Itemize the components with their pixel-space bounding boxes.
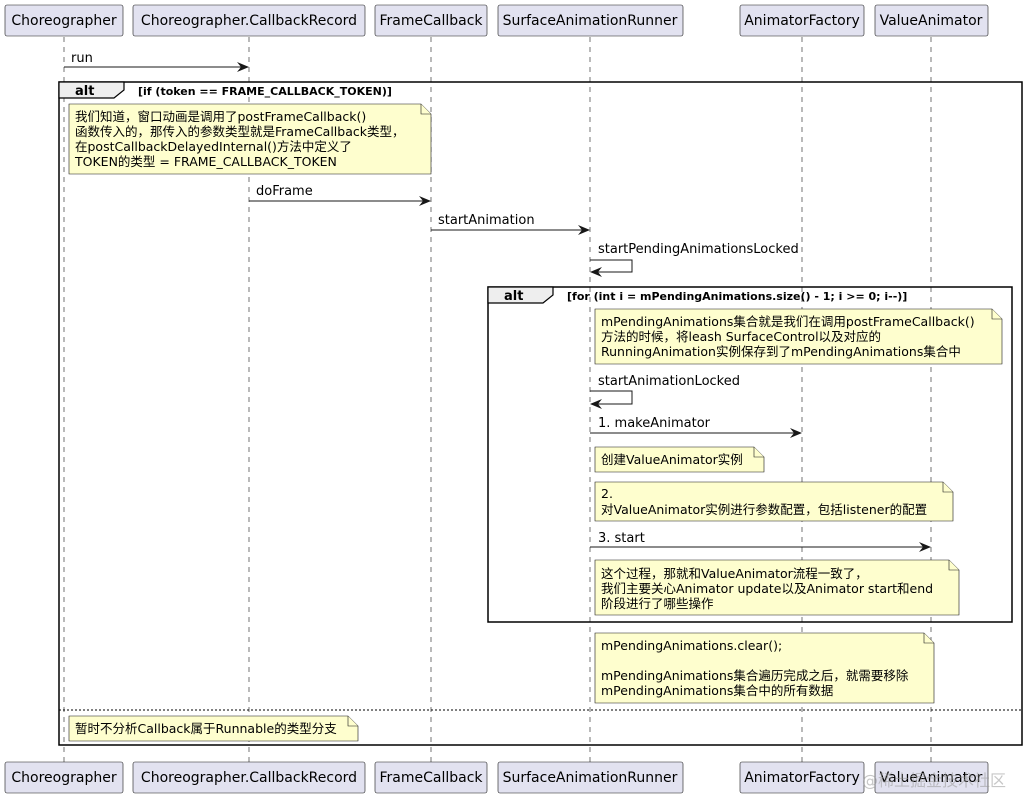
- participant-label: FrameCallback: [379, 770, 483, 786]
- participant-top-value-animator: ValueAnimator: [874, 4, 989, 37]
- note-line: RunningAnimation实例保存到了mPendingAnimations…: [601, 344, 961, 359]
- note-line: mPendingAnimations.clear();: [601, 638, 782, 653]
- participant-label: Choreographer.CallbackRecord: [141, 770, 357, 786]
- note-configure-value-animator: 2. 对ValueAnimator实例进行参数配置，包括listener的配置: [594, 481, 954, 522]
- message-label: run: [71, 51, 93, 66]
- alt-fragment-inner: alt [for (int i = mPendingAnimations.siz…: [487, 286, 1013, 623]
- participant-top-runner: SurfaceAnimationRunner: [497, 4, 684, 37]
- message-do-frame: doFrame: [249, 184, 431, 206]
- participant-label: SurfaceAnimationRunner: [503, 13, 678, 29]
- note-line: 2.: [601, 486, 613, 501]
- watermark: @稀土掘金技术社区: [862, 771, 1006, 790]
- participant-label: FrameCallback: [379, 13, 483, 29]
- note-line: 在postCallbackDelayedInternal()方法中定义了: [75, 139, 352, 154]
- note-line: 阶段进行了哪些操作: [601, 596, 714, 611]
- participant-bottom-callback-record: Choreographer.CallbackRecord: [132, 761, 366, 794]
- note-value-animator-process: 这个过程，那就和ValueAnimator流程一致了， 我们主要关心Animat…: [594, 559, 960, 616]
- participant-label: ValueAnimator: [880, 770, 983, 786]
- note-line: mPendingAnimations集合就是我们在调用postFrameCall…: [601, 314, 975, 329]
- message-run: run: [64, 51, 249, 72]
- participant-bottom-choreographer: Choreographer: [4, 761, 124, 794]
- message-label: startAnimationLocked: [598, 374, 740, 389]
- message-label: doFrame: [256, 184, 313, 199]
- note-line: 暂时不分析Callback属于Runnable的类型分支: [75, 721, 337, 736]
- participant-label: AnimatorFactory: [744, 770, 860, 786]
- message-start: 3. start: [590, 531, 931, 552]
- participant-label: SurfaceAnimationRunner: [503, 770, 678, 786]
- note-line: 这个过程，那就和ValueAnimator流程一致了，: [601, 566, 868, 581]
- note-line: 函数传入的，那传入的参数类型就是FrameCallback类型，: [75, 124, 405, 139]
- message-label: startAnimation: [438, 213, 535, 228]
- message-start-animation-locked: startAnimationLocked: [590, 374, 740, 409]
- message-label: 3. start: [598, 531, 645, 546]
- note-line: 创建ValueAnimator实例: [601, 452, 743, 467]
- note-line: mPendingAnimations集合遍历完成之后，就需要移除: [601, 668, 909, 683]
- alt-fragment-outer: alt [if (token == FRAME_CALLBACK_TOKEN)]: [58, 81, 1023, 746]
- message-label: 1. makeAnimator: [598, 416, 711, 431]
- participant-top-animator-factory: AnimatorFactory: [739, 4, 865, 37]
- participant-label: ValueAnimator: [880, 13, 983, 29]
- message-label: startPendingAnimationsLocked: [598, 242, 799, 257]
- participant-top-choreographer: Choreographer: [4, 4, 124, 37]
- participant-label: AnimatorFactory: [744, 13, 860, 29]
- note-line: mPendingAnimations集合中的所有数据: [601, 683, 833, 698]
- participant-label: Choreographer.CallbackRecord: [141, 13, 357, 29]
- note-line: 对ValueAnimator实例进行参数配置，包括listener的配置: [601, 502, 927, 517]
- participant-top-callback-record: Choreographer.CallbackRecord: [132, 4, 366, 37]
- note-line: 我们知道，窗口动画是调用了postFrameCallback(): [75, 109, 366, 124]
- participant-bottom-value-animator: ValueAnimator: [874, 761, 989, 794]
- fragment-condition: [if (token == FRAME_CALLBACK_TOKEN)]: [138, 85, 392, 98]
- note-runnable-branch: 暂时不分析Callback属于Runnable的类型分支: [68, 715, 359, 742]
- participant-label: Choreographer: [11, 770, 116, 786]
- message-make-animator: 1. makeAnimator: [590, 416, 802, 438]
- message-start-pending-animations-locked: startPendingAnimationsLocked: [590, 242, 799, 277]
- fragment-condition: [for (int i = mPendingAnimations.size() …: [567, 290, 907, 303]
- note-line: 我们主要关心Animator update以及Animator start和en…: [601, 581, 933, 596]
- participant-bottom-animator-factory: AnimatorFactory: [739, 761, 865, 794]
- note-pending-clear: mPendingAnimations.clear(); mPendingAnim…: [594, 632, 935, 704]
- participant-top-frame-callback: FrameCallback: [374, 4, 488, 37]
- note-create-value-animator: 创建ValueAnimator实例: [594, 446, 765, 473]
- participant-label: Choreographer: [11, 13, 116, 29]
- fragment-keyword: alt: [75, 84, 94, 99]
- note-line: TOKEN的类型 = FRAME_CALLBACK_TOKEN: [74, 154, 337, 169]
- participant-bottom-frame-callback: FrameCallback: [374, 761, 488, 794]
- participant-bottom-runner: SurfaceAnimationRunner: [497, 761, 684, 794]
- note-token-explanation: 我们知道，窗口动画是调用了postFrameCallback() 函数传入的，那…: [68, 103, 432, 175]
- message-start-animation: startAnimation: [431, 213, 590, 235]
- fragment-keyword: alt: [504, 289, 523, 304]
- note-line: 方法的时候，将leash SurfaceControl以及对应的: [601, 329, 881, 344]
- note-pending-animations: mPendingAnimations集合就是我们在调用postFrameCall…: [594, 308, 1003, 365]
